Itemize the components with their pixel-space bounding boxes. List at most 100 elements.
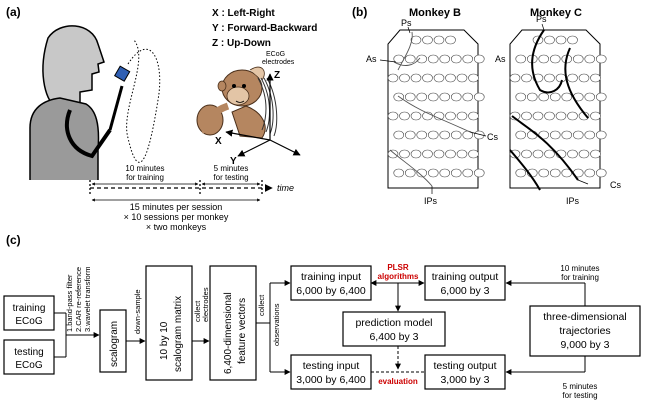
electrode-contact [468, 149, 479, 159]
electrode-contact [439, 130, 451, 140]
electrode-contact [555, 111, 567, 121]
electrode-contact [427, 130, 439, 140]
sulcus-ips-c [509, 149, 541, 191]
electrode-contact [584, 130, 596, 140]
electrode-grid-b [387, 35, 485, 178]
electrode-contact [439, 92, 451, 102]
electrode-contact [410, 73, 422, 83]
electrode-contact [468, 111, 479, 121]
electrode-contact [387, 73, 399, 83]
sulcus-ps-c [531, 29, 563, 94]
electrode-contact [404, 54, 416, 64]
test-minutes-1: 5 minutes [563, 382, 598, 391]
electrode-contact [393, 130, 405, 140]
electrode-contact [416, 130, 428, 140]
testing-input-line-2: 3,000 by 6,400 [296, 374, 366, 386]
electrode-contact [473, 130, 485, 140]
electrode-contact [544, 73, 555, 83]
electrode-contact [590, 73, 601, 83]
training-output-line-2: 6,000 by 3 [440, 285, 489, 297]
testing-output-line-2: 3,000 by 3 [440, 374, 489, 386]
electrode-contact [509, 111, 521, 121]
panel-a: (a) X : Left-Right Y : Forward-Backward … [6, 5, 317, 232]
electrode-contact [439, 168, 451, 178]
prediction-model-line-2: 6,400 by 3 [369, 331, 418, 343]
panel-c-label: (c) [6, 233, 21, 247]
axis-legend-z: Z : Up-Down [212, 38, 271, 49]
training-input-box [290, 265, 372, 301]
electrode-contact [595, 130, 607, 140]
cs-label-b: Cs [487, 132, 498, 142]
ips-label-b: IPs [424, 196, 438, 206]
electrode-contact [462, 54, 474, 64]
electrode-contact [404, 130, 416, 140]
electrode-contact [590, 149, 601, 159]
electrode-contact [445, 149, 456, 159]
test-minutes-2: for testing [562, 391, 597, 400]
collect-observations-2: observations [272, 303, 281, 346]
timeline-testing-2: for testing [213, 173, 248, 182]
electrode-contact [445, 35, 456, 45]
hand-trajectory [126, 39, 161, 163]
electrode-contact [416, 54, 428, 64]
testing-input-box [290, 354, 372, 390]
prediction-model-box [342, 311, 446, 347]
evaluation-label: evaluation [378, 377, 418, 386]
electrode-contact [433, 35, 445, 45]
testing-output-line-1: testing output [433, 360, 496, 372]
electrode-contact [532, 149, 544, 159]
electrode-contact [549, 92, 561, 102]
electrode-contact [595, 54, 607, 64]
electrode-contact [509, 73, 521, 83]
electrode-contact [410, 35, 422, 45]
electrode-contact [422, 149, 433, 159]
electrode-contact [544, 111, 555, 121]
electrode-contact [433, 73, 445, 83]
electrode-contact [595, 92, 607, 102]
electrode-contact [538, 54, 550, 64]
electrode-contact [544, 149, 555, 159]
training-output-box [424, 265, 506, 301]
array-outline-b [387, 29, 479, 189]
collect-observations-1: collect [257, 294, 266, 316]
electrode-contact [410, 149, 422, 159]
panel-b: (b) Monkey B Monkey C Ps As Cs IPs Ps As… [352, 5, 621, 206]
axis-y-label: Y [230, 156, 237, 167]
electrode-contact [595, 168, 607, 178]
timeline-time-label: time [277, 183, 294, 193]
electrode-contact [387, 149, 399, 159]
sulcus-ps-b [397, 31, 413, 71]
trajectories-line-3: 9,000 by 3 [560, 339, 609, 351]
electrode-contact [521, 73, 532, 83]
preprocess-step-1: 1.band-pass filter [65, 274, 74, 332]
train-minutes-1: 10 minutes [560, 264, 599, 273]
axis-x-label: X [215, 136, 222, 147]
axes-3d [225, 73, 301, 157]
electrode-contact [473, 54, 485, 64]
electrode-contact [521, 149, 532, 159]
electrode-contact [549, 168, 561, 178]
electrode-contact [526, 92, 538, 102]
electrode-contact [567, 73, 578, 83]
monkey-figure [196, 66, 278, 139]
electrode-contact [567, 111, 578, 121]
trajectories-line-2: trajectories [559, 325, 610, 337]
preprocess-step-3: 3.wavelet transform [83, 267, 92, 332]
electrode-contact [393, 168, 405, 178]
ps-label-c: Ps [536, 14, 547, 24]
electrode-contact [399, 111, 410, 121]
testing-output-box [424, 354, 506, 390]
axis-z-label: Z [274, 70, 280, 81]
electrode-contact [544, 35, 555, 45]
electrode-contact [456, 149, 468, 159]
electrode-contact [561, 130, 573, 140]
electrode-grid-c [509, 35, 607, 178]
scalogram-box [99, 309, 127, 373]
axis-legend-x: X : Left-Right [212, 8, 275, 19]
collect-electrodes-1: collect [193, 300, 202, 322]
ecog-electrodes-label-2: electrodes [262, 59, 295, 66]
ips-label-c: IPs [566, 196, 580, 206]
electrode-contact [404, 168, 416, 178]
training-ecog-box [3, 295, 55, 331]
training-output-line-1: training output [432, 271, 499, 283]
